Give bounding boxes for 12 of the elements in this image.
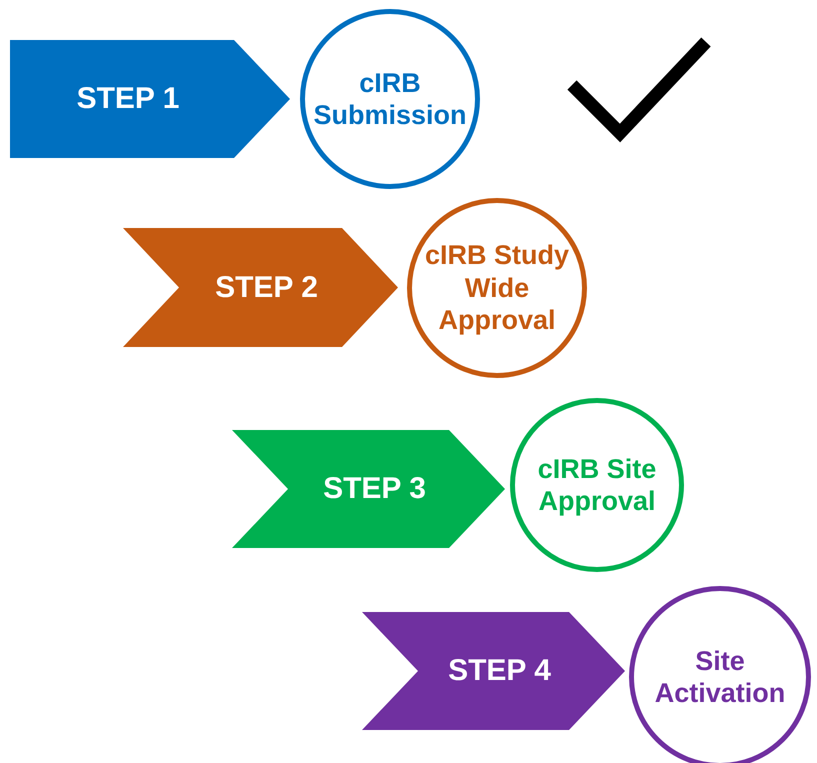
chevron-arrow	[362, 612, 625, 730]
chevron-arrow	[10, 40, 290, 158]
step-label: Site Activation	[654, 644, 786, 710]
chevron-arrow	[123, 228, 398, 347]
step-label: cIRB Study Wide Approval	[424, 239, 570, 337]
step-label: STEP 1	[76, 82, 180, 116]
step-label: cIRB Submission	[312, 66, 468, 132]
step-label: STEP 4	[448, 654, 551, 688]
step-label: STEP 2	[215, 270, 318, 304]
step-label: cIRB Site Approval	[536, 452, 658, 518]
chevron-arrow	[232, 430, 505, 548]
step-label: STEP 3	[323, 472, 426, 506]
